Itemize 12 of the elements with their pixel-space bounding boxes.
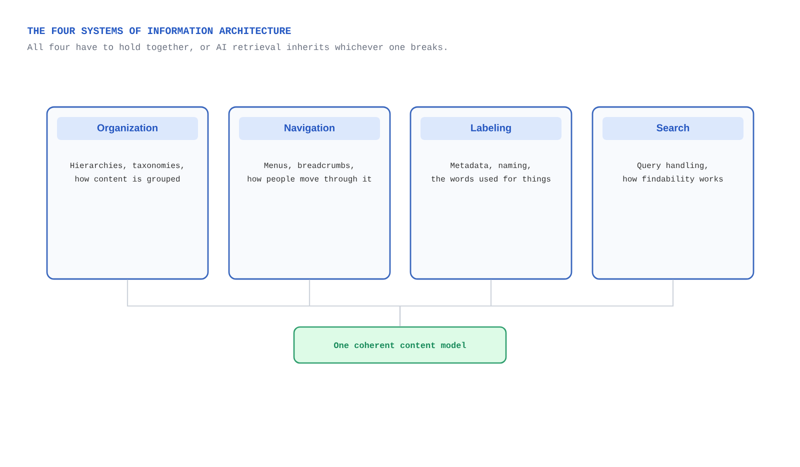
card-text: Query handling, how findability works [623, 162, 723, 184]
subtitle: All four have to hold together, or AI retrieval inherits whichever one breaks. [27, 43, 446, 52]
result-box: One coherent content model [293, 326, 507, 364]
card-header: Search [602, 117, 744, 140]
title: THE FOUR SYSTEMS OF INFORMATION ARCHITECTURE [28, 27, 291, 34]
card-text: Metadata, naming, the words used for things [432, 162, 550, 184]
card-header: Organization [57, 117, 198, 140]
card-text: Menus, breadcrumbs, how people move through it [248, 162, 372, 184]
card-header: Labeling [420, 117, 562, 140]
connector [399, 280, 674, 326]
card-text: Hierarchies, taxonomies, how content is grouped [70, 162, 183, 184]
card-header: Navigation [239, 117, 380, 140]
